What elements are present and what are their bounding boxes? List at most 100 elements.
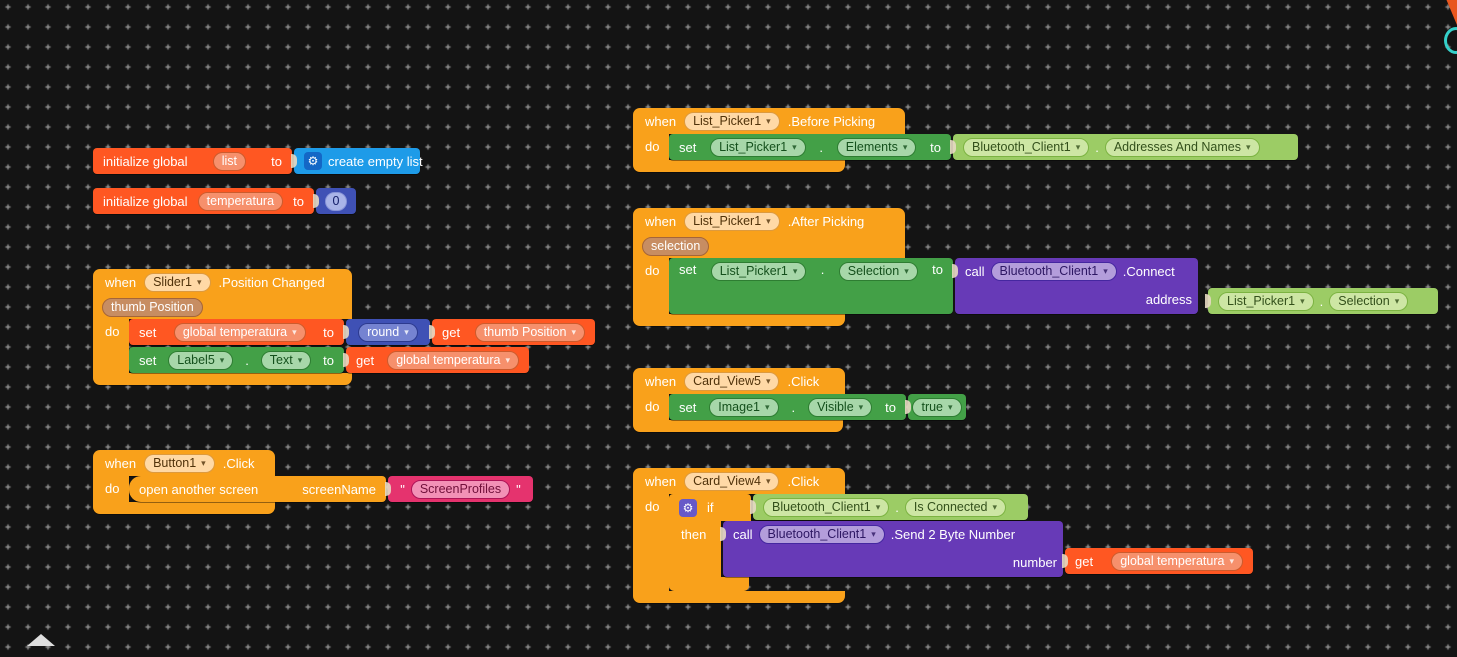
bluetooth-isconnected-getter-block[interactable]: Bluetooth_Client1 ▾ . Is Connected ▾	[750, 494, 1028, 520]
event-header[interactable]: when Card_View4 ▾ .Click	[633, 468, 845, 494]
property-dropdown[interactable]: Is Connected ▾	[904, 497, 1007, 517]
event-header[interactable]: when Button1 ▾ .Click	[93, 450, 275, 476]
init-global-temperatura-statement[interactable]: initialize global temperatura to	[93, 188, 314, 214]
component-dropdown[interactable]: Slider1 ▾	[144, 272, 211, 292]
do-section: do	[633, 134, 669, 160]
event-header[interactable]: when Slider1 ▾ .Position Changed	[93, 269, 352, 295]
property-dropdown[interactable]: Visible ▾	[808, 397, 873, 417]
block-when-button1[interactable]: when Button1 ▾ .Click do open another sc…	[93, 450, 533, 514]
component-dropdown[interactable]: List_Picker1 ▾	[1218, 291, 1314, 311]
init-global-list-statement[interactable]: initialize global list to	[93, 148, 292, 174]
event-name: .After Picking	[787, 213, 865, 229]
initialize-global-label: initialize global	[103, 153, 188, 169]
logic-dropdown[interactable]: true ▾	[912, 397, 962, 417]
dot-separator: .	[819, 139, 824, 155]
call-bluetooth-send2byte-block[interactable]: call Bluetooth_Client1 ▾ .Send 2 Byte Nu…	[720, 521, 1253, 577]
component-dropdown[interactable]: Bluetooth_Client1 ▾	[763, 497, 890, 517]
event-header[interactable]: when Card_View5 ▾ .Click	[633, 368, 845, 394]
text-string-block[interactable]: " ScreenProfiles "	[385, 476, 533, 502]
block-init-global-temperatura[interactable]: initialize global temperatura to 0	[93, 188, 356, 214]
set-image-visible-statement[interactable]: set Image1 ▾ . Visible ▾ to	[669, 394, 906, 420]
if-block[interactable]: ⚙ if Bluetooth_Client1 ▾ . Is Connected …	[669, 494, 1253, 591]
round-dropdown[interactable]: round ▾	[358, 322, 418, 342]
if-label: if	[707, 500, 714, 515]
gear-icon[interactable]: ⚙	[304, 152, 322, 170]
bluetooth-addresses-getter-block[interactable]: Bluetooth_Client1 ▾ . Addresses And Name…	[950, 134, 1298, 160]
number-value-field[interactable]: 0	[325, 191, 347, 211]
clipped-orange-shape	[1446, 0, 1457, 25]
component-dropdown[interactable]: Button1 ▾	[144, 453, 215, 473]
property-dropdown[interactable]: Elements ▾	[836, 137, 917, 157]
param-selection[interactable]: selection	[642, 236, 710, 256]
plugged-address-value: List_Picker1 ▾ . Selection ▾	[1205, 288, 1438, 314]
component-dropdown[interactable]: Bluetooth_Client1 ▾	[758, 525, 885, 544]
component-name: Bluetooth_Client1	[972, 139, 1071, 154]
property-name: Text	[269, 352, 293, 367]
property-dropdown[interactable]: Text ▾	[260, 350, 312, 370]
component-dropdown[interactable]: Label5 ▾	[168, 350, 234, 370]
open-screen-statement[interactable]: open another screen screenName	[129, 476, 386, 502]
block-when-cardview5[interactable]: when Card_View5 ▾ .Click do set Image1 ▾	[633, 368, 966, 432]
variable-name-field[interactable]: temperatura	[197, 191, 284, 211]
variable-name-field[interactable]: list	[212, 151, 246, 171]
dropdown-arrow-icon: ▾	[505, 354, 510, 365]
block-when-listpicker-after[interactable]: when List_Picker1 ▾ .After Picking selec…	[633, 208, 1438, 326]
variable-dropdown[interactable]: global temperatura ▾	[173, 322, 306, 342]
component-dropdown[interactable]: List_Picker1 ▾	[684, 211, 780, 231]
block-init-global-list[interactable]: initialize global list to ⚙ create empty…	[93, 148, 423, 174]
get-thumb-position-block[interactable]: get thumb Position ▾	[429, 319, 595, 345]
component-dropdown[interactable]: List_Picker1 ▾	[710, 137, 806, 157]
number-block[interactable]: 0	[313, 188, 356, 214]
block-when-cardview4[interactable]: when Card_View4 ▾ .Click do ⚙ if	[633, 468, 1253, 603]
set-global-temperatura-statement[interactable]: set global temperatura ▾ to	[129, 319, 344, 345]
component-dropdown[interactable]: Card_View4 ▾	[684, 471, 780, 491]
property-dropdown[interactable]: Selection ▾	[838, 262, 918, 281]
round-label: round	[367, 324, 400, 339]
component-name: Card_View5	[693, 373, 761, 388]
set-label5-text-statement[interactable]: set Label5 ▾ . Text ▾ to	[129, 347, 344, 373]
param-dropdown[interactable]: thumb Position ▾	[474, 322, 585, 342]
component-dropdown[interactable]: List_Picker1 ▾	[710, 262, 807, 281]
dropdown-arrow-icon: ▾	[1229, 555, 1234, 566]
when-label: when	[645, 213, 677, 229]
dropdown-arrow-icon: ▾	[904, 266, 909, 276]
event-header[interactable]: when List_Picker1 ▾ .Before Picking	[633, 108, 905, 134]
component-dropdown[interactable]: Bluetooth_Client1 ▾	[963, 137, 1090, 157]
dropdown-arrow-icon: ▾	[571, 326, 576, 337]
listpicker-selection-getter-block[interactable]: List_Picker1 ▾ . Selection ▾	[1205, 288, 1438, 314]
true-block[interactable]: true ▾	[905, 394, 966, 420]
set-elements-statement[interactable]: set List_Picker1 ▾ . Elements ▾ to	[669, 134, 951, 160]
event-header[interactable]: when List_Picker1 ▾ .After Picking	[633, 208, 905, 234]
dropdown-arrow-icon: ▾	[765, 401, 770, 412]
variable-dropdown[interactable]: global temperatura ▾	[387, 350, 519, 370]
set-selection-statement[interactable]: set List_Picker1 ▾ . Selection ▾ to	[669, 258, 953, 314]
call-bluetooth-connect-block[interactable]: call Bluetooth_Client1 ▾ .Connect addres…	[952, 258, 1438, 314]
event-name: .Click	[787, 473, 820, 489]
dropdown-arrow-icon: ▾	[1246, 141, 1251, 152]
property-dropdown[interactable]: Addresses And Names ▾	[1104, 137, 1260, 157]
component-dropdown[interactable]: Bluetooth_Client1 ▾	[990, 262, 1117, 281]
component-name: Bluetooth_Client1	[767, 527, 867, 542]
block-when-slider1[interactable]: when Slider1 ▾ .Position Changed thumb P…	[93, 269, 595, 385]
string-value-field[interactable]: ScreenProfiles	[410, 479, 511, 499]
address-arg-label: address	[1145, 292, 1192, 307]
create-empty-list-block[interactable]: ⚙ create empty list	[291, 148, 423, 174]
get-global-temperatura-block[interactable]: get global temperatura ▾	[343, 347, 529, 373]
block-when-listpicker-before[interactable]: when List_Picker1 ▾ .Before Picking do s…	[633, 108, 1298, 172]
get-global-temperatura-block[interactable]: get global temperatura ▾	[1062, 548, 1253, 574]
property-name: Is Connected	[913, 499, 988, 514]
component-dropdown[interactable]: List_Picker1 ▾	[684, 111, 780, 131]
gear-icon[interactable]: ⚙	[679, 498, 697, 517]
round-block[interactable]: round ▾	[343, 319, 430, 345]
block-bottom	[633, 420, 843, 432]
scroll-up-arrow[interactable]	[27, 634, 55, 646]
component-dropdown[interactable]: Image1 ▾	[709, 397, 779, 417]
component-dropdown[interactable]: Card_View5 ▾	[684, 371, 780, 391]
if-header[interactable]: ⚙ if	[669, 494, 751, 521]
to-label: to	[932, 262, 943, 277]
property-dropdown[interactable]: Selection ▾	[1329, 291, 1409, 311]
variable-dropdown[interactable]: global temperatura ▾	[1111, 551, 1243, 571]
param-thumb-position[interactable]: thumb Position	[102, 297, 203, 317]
dropdown-arrow-icon: ▾	[297, 354, 303, 365]
